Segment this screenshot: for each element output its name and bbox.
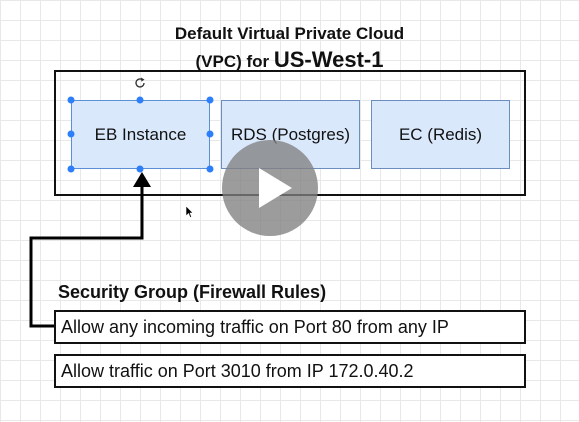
firewall-rule-port-80[interactable]: Allow any incoming traffic on Port 80 fr… bbox=[54, 310, 526, 344]
resize-handle-top[interactable] bbox=[136, 96, 144, 104]
resize-handle-top-left[interactable] bbox=[67, 96, 75, 104]
rotate-icon[interactable] bbox=[133, 76, 147, 90]
eb-instance-label: EB Instance bbox=[94, 124, 187, 144]
eb-instance-box[interactable]: EB Instance bbox=[71, 100, 210, 169]
title-prefix: (VPC) for bbox=[195, 52, 274, 71]
rule-text: Allow any incoming traffic on Port 80 fr… bbox=[61, 316, 449, 337]
resize-handle-bottom-left[interactable] bbox=[67, 165, 75, 173]
firewall-rule-port-3010[interactable]: Allow traffic on Port 3010 from IP 172.0… bbox=[54, 354, 526, 388]
rule-text: Allow traffic on Port 3010 from IP 172.0… bbox=[61, 360, 414, 381]
diagram-title-line1: Default Virtual Private Cloud bbox=[174, 24, 405, 43]
resize-handle-right[interactable] bbox=[206, 130, 214, 138]
security-group-heading: Security Group (Firewall Rules) bbox=[58, 282, 327, 302]
diagram-title-line2: (VPC) for US-West-1 bbox=[0, 48, 579, 74]
title-region: US-West-1 bbox=[273, 47, 384, 72]
resize-handle-top-right[interactable] bbox=[206, 96, 214, 104]
mouse-cursor-icon bbox=[186, 206, 194, 218]
ec-box[interactable]: EC (Redis) bbox=[371, 100, 510, 169]
resize-handle-bottom-right[interactable] bbox=[206, 165, 214, 173]
rds-label: RDS (Postgres) bbox=[230, 124, 351, 144]
resize-handle-bottom[interactable] bbox=[136, 165, 144, 173]
ec-label: EC (Redis) bbox=[398, 124, 483, 144]
resize-handle-left[interactable] bbox=[67, 130, 75, 138]
video-play-button[interactable] bbox=[222, 140, 318, 236]
play-icon bbox=[259, 168, 292, 208]
